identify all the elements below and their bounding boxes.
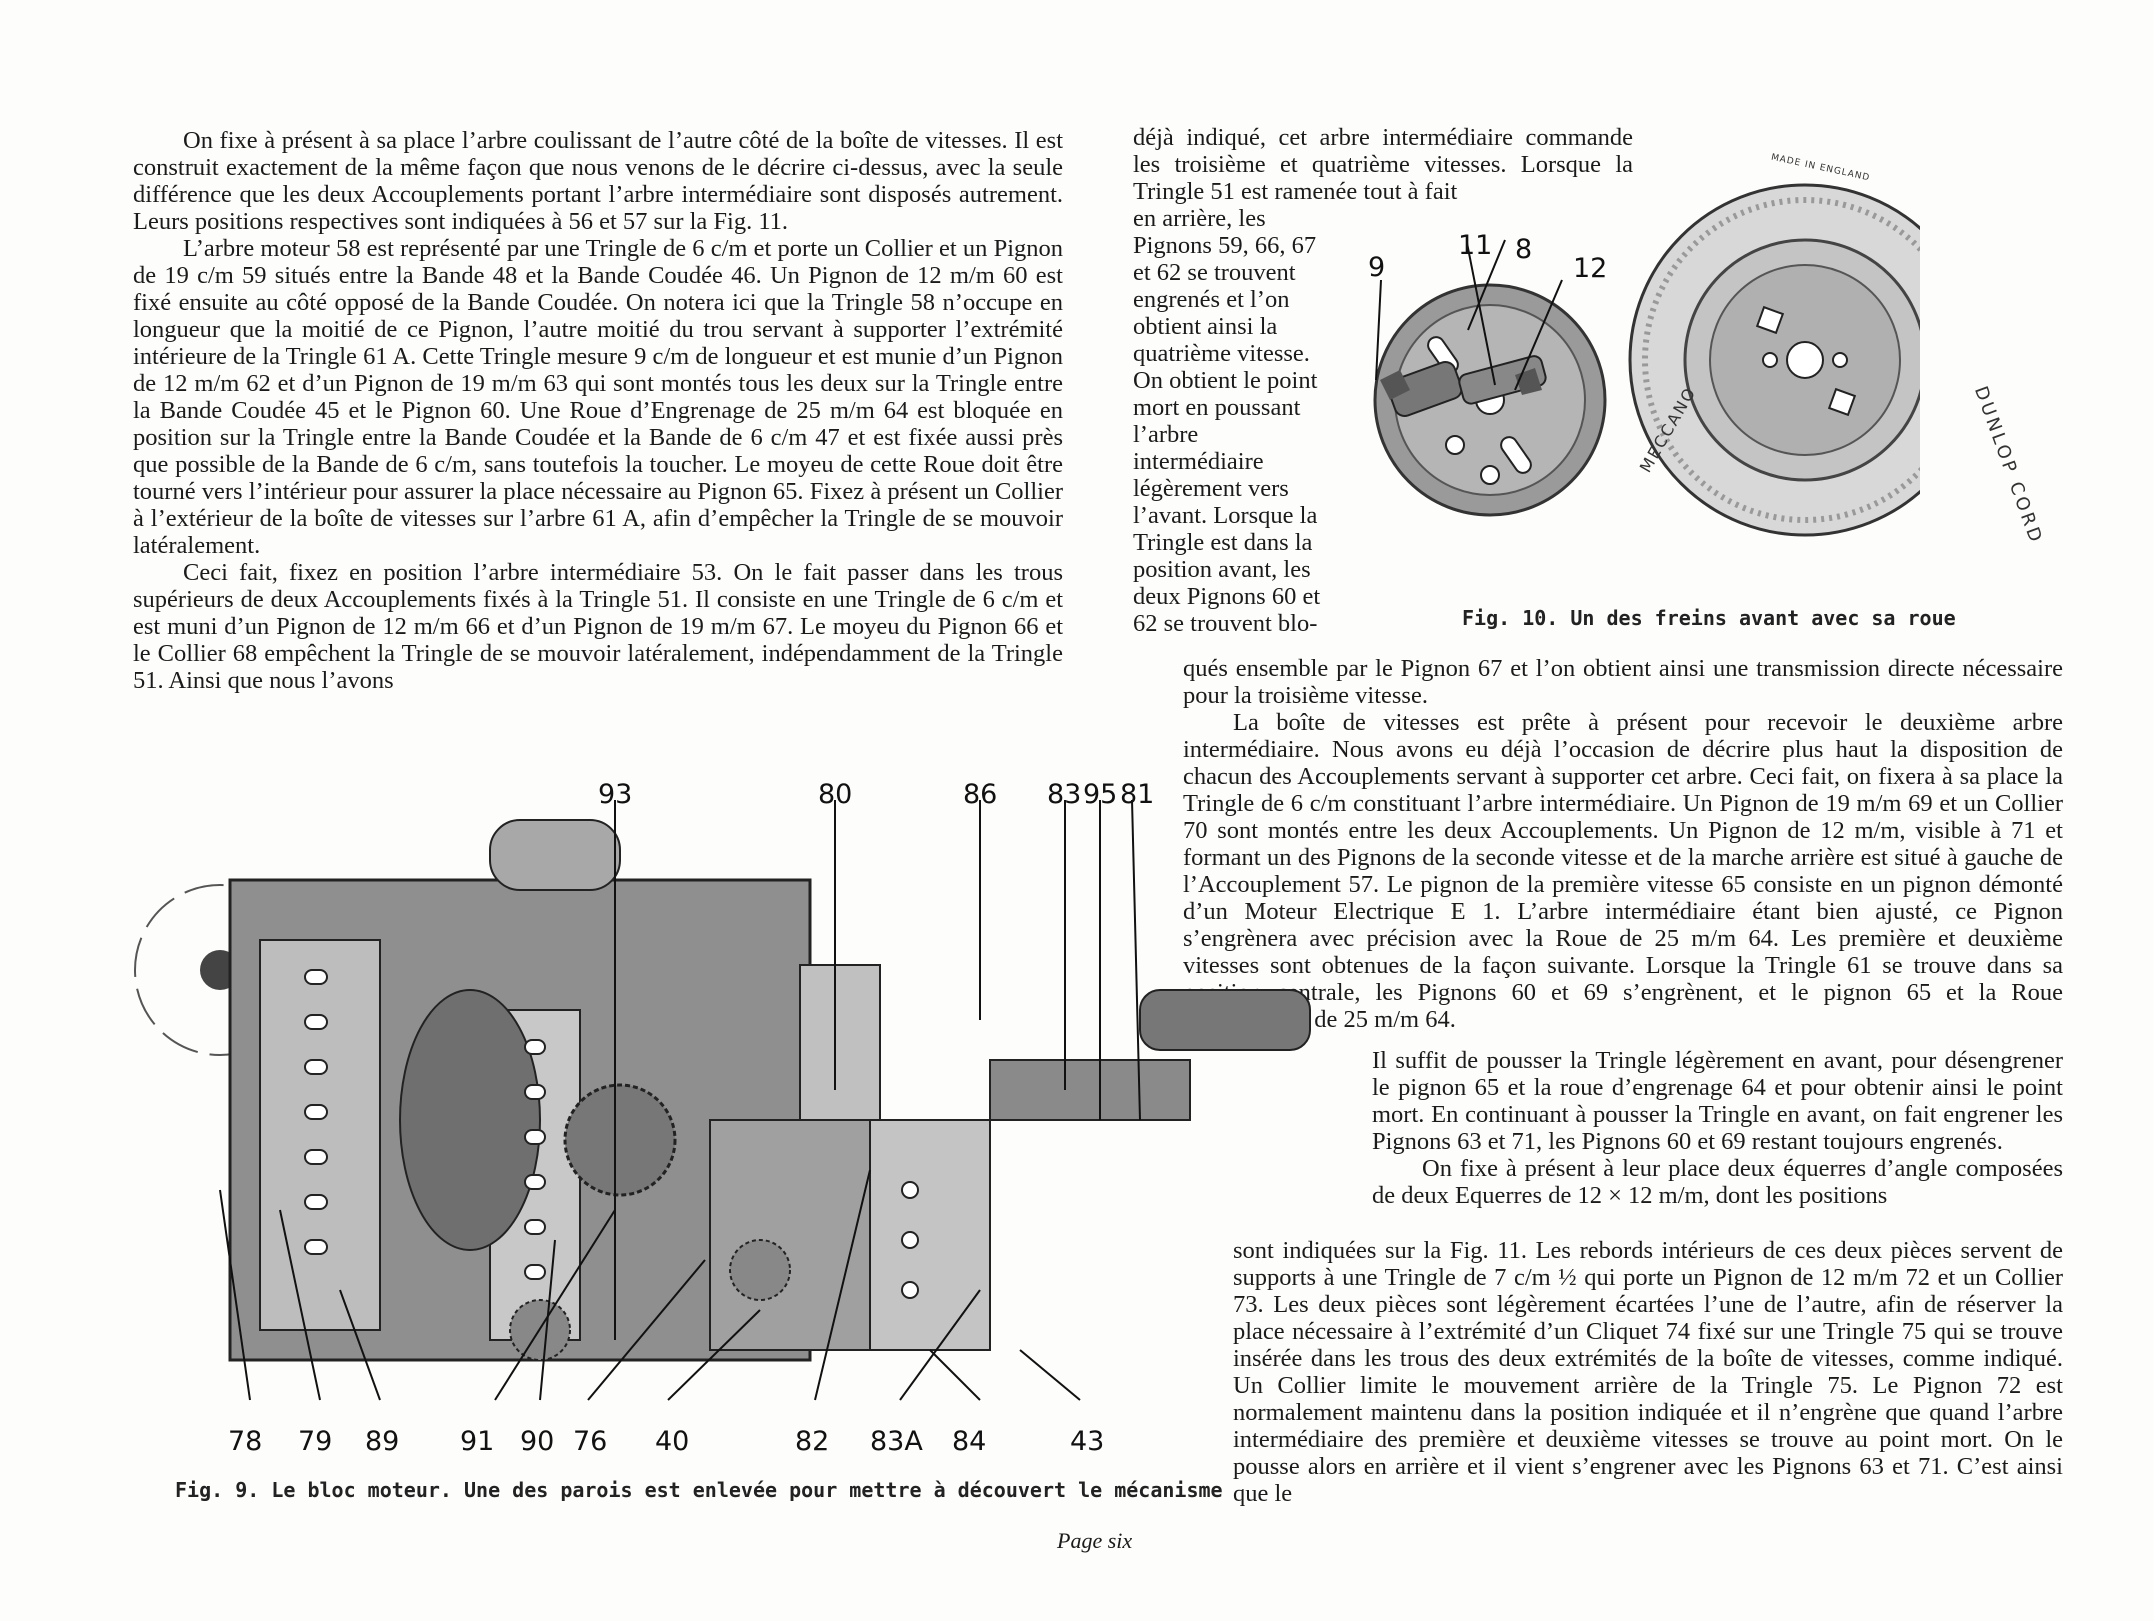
left-column: On fixe à présent à sa place l’arbre cou… [133, 127, 1063, 694]
paragraph: déjà indiqué, cet arbre intermédiaire co… [1133, 124, 1633, 205]
paragraph: La boîte de vitesses est prête à présent… [1183, 709, 2063, 1033]
fig9-label: 81 [1120, 779, 1155, 810]
fig9-label: 89 [365, 1426, 400, 1457]
right-column-indented: Il suffit de pousser la Tringle légèreme… [1372, 1047, 2063, 1209]
right-column-top: déjà indiqué, cet arbre intermédiaire co… [1133, 124, 1633, 205]
right-column-middle: qués ensemble par le Pignon 67 et l’on o… [1183, 655, 2063, 1033]
fig9-label: 43 [1070, 1426, 1105, 1457]
fig9-label: 86 [963, 779, 998, 810]
paragraph: qués ensemble par le Pignon 67 et l’on o… [1183, 655, 2063, 709]
fig9-label: 90 [520, 1426, 555, 1457]
fig9-illustration [134, 799, 1311, 1401]
paragraph: Il suffit de pousser la Tringle légèreme… [1372, 1047, 2063, 1155]
fig9-label: 91 [460, 1426, 495, 1457]
fig9-label: 40 [655, 1426, 690, 1457]
fig9-label: 83A [870, 1426, 923, 1457]
fig9-label: 82 [795, 1426, 830, 1457]
fig10-illustration [1373, 183, 1920, 537]
right-column-bottom: sont indiquées sur la Fig. 11. Les rebor… [1233, 1237, 2063, 1507]
paragraph: en arrière, les Pignons 59, 66, 67 et 62… [1133, 205, 1321, 637]
fig9-label: 84 [952, 1426, 987, 1457]
paragraph: sont indiquées sur la Fig. 11. Les rebor… [1233, 1237, 2063, 1507]
fig10-label: 9 [1368, 252, 1386, 283]
paragraph: On fixe à présent à sa place l’arbre cou… [133, 127, 1063, 235]
fig9-label: 95 [1083, 779, 1118, 810]
fig10-label: 8 [1515, 234, 1533, 265]
fig9-label: 78 [228, 1426, 263, 1457]
page-number: Page six [1057, 1528, 1133, 1553]
fig9-caption: Fig. 9. Le bloc moteur. Une des parois e… [175, 1478, 1223, 1502]
right-column-narrow: en arrière, les Pignons 59, 66, 67 et 62… [1133, 205, 1323, 637]
fig9-label: 83 [1047, 779, 1082, 810]
paragraph: L’arbre moteur 58 est représenté par une… [133, 235, 1063, 559]
fig9-label: 80 [818, 779, 853, 810]
fig9-label: 93 [598, 779, 633, 810]
fig9-label: 76 [573, 1426, 608, 1457]
fig10-label: 12 [1573, 253, 1608, 284]
brake-drum [1373, 283, 1607, 517]
paragraph: Ceci fait, fixez en position l’arbre int… [133, 559, 1063, 694]
fig9-label: 79 [298, 1426, 333, 1457]
tire-text-made-in: MADE IN ENGLAND [1770, 152, 1872, 184]
tire-text-dunlop: DUNLOP CORD [1969, 383, 2047, 548]
wheel [1628, 183, 1920, 537]
fig10-caption: Fig. 10. Un des freins avant avec sa rou… [1462, 606, 1956, 630]
fig10-label: 11 [1458, 230, 1493, 261]
paragraph: On fixe à présent à leur place deux éque… [1372, 1155, 2063, 1209]
